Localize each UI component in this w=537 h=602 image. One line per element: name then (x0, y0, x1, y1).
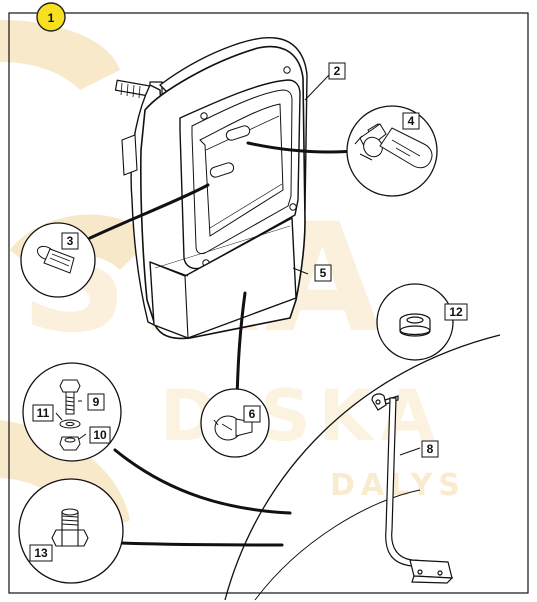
callout-13: 13 (29, 544, 53, 562)
callout-3: 3 (61, 232, 79, 250)
vehicle-arc-lower (254, 489, 421, 601)
callout-6: 6 (243, 405, 261, 423)
mounting-bracket (371, 393, 454, 584)
svg-text:11: 11 (37, 406, 50, 420)
detail-bulb-3 (20, 222, 96, 298)
detail-bulb-4 (346, 105, 438, 197)
callout-9: 9 (87, 393, 105, 411)
svg-text:9: 9 (93, 395, 100, 409)
leader-lines (88, 141, 367, 547)
svg-text:6: 6 (249, 407, 256, 421)
svg-text:4: 4 (408, 114, 415, 128)
callout-11: 11 (32, 404, 54, 422)
figure-frame (8, 12, 529, 594)
svg-text:12: 12 (449, 305, 463, 319)
callout-2: 2 (328, 62, 346, 80)
leader-6 (235, 291, 247, 402)
halogen-bulb-icon (354, 123, 433, 169)
figure-badge: 1 (36, 2, 66, 32)
thin-leaders (55, 73, 421, 456)
lamp-housing (114, 37, 308, 340)
detail-bulb-6 (200, 388, 270, 458)
drain-plug-icon (51, 508, 89, 547)
callout-5: 5 (314, 264, 332, 282)
badge-label: 1 (48, 11, 55, 25)
grommet-icon (399, 313, 431, 337)
svg-text:8: 8 (427, 442, 434, 456)
leader-3 (88, 183, 210, 240)
svg-text:5: 5 (320, 266, 327, 280)
svg-text:10: 10 (93, 428, 107, 442)
nut-icon (59, 436, 81, 451)
leader-fixings (113, 448, 292, 515)
svg-text:13: 13 (34, 546, 48, 560)
callout-4: 4 (402, 112, 420, 130)
callout-10: 10 (89, 426, 111, 444)
bolt-icon (59, 379, 81, 415)
watermark-small: DALYS (330, 468, 466, 503)
callouts: 2 3 4 5 6 8 9 10 (29, 62, 468, 562)
washer-icon (59, 419, 81, 429)
svg-text:3: 3 (67, 234, 74, 248)
detail-grommet-12 (376, 283, 454, 361)
callout-12: 12 (444, 303, 468, 321)
svg-text:2: 2 (334, 64, 341, 78)
detail-plug-13 (18, 478, 124, 584)
callout-8: 8 (421, 440, 439, 458)
vehicle-arc-right (224, 334, 501, 601)
festoon-bulb-icon (213, 415, 253, 441)
leader-13 (118, 541, 284, 547)
wedge-bulb-icon (36, 245, 75, 274)
